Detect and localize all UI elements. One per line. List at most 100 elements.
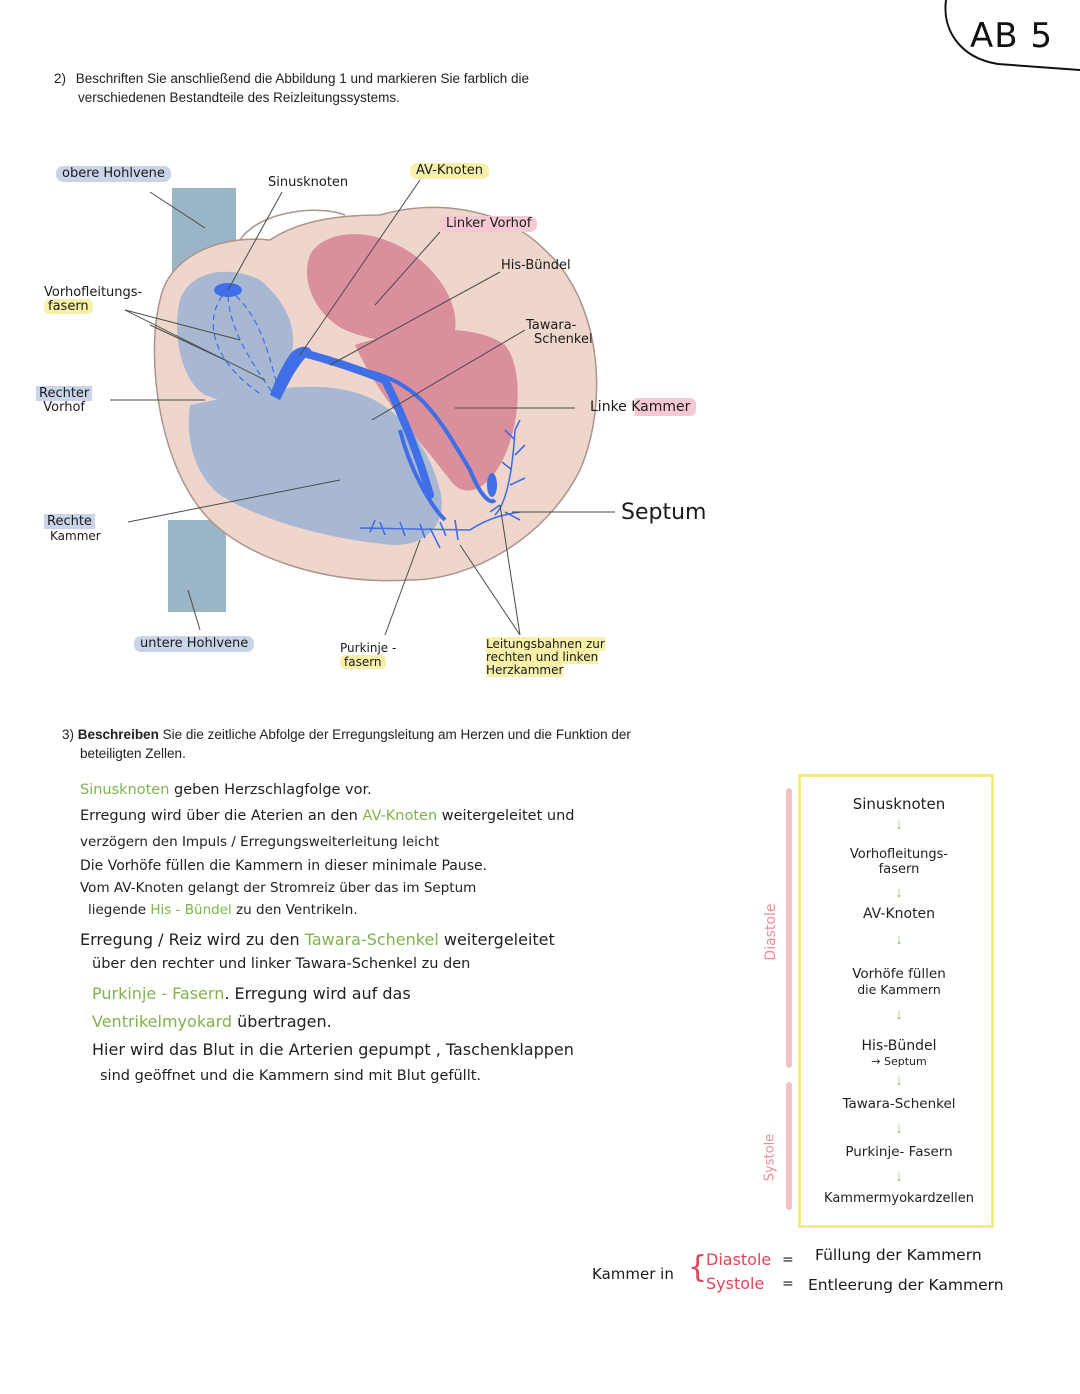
answer-line-11: Hier wird das Blut in die Arterien gepum… xyxy=(92,1040,574,1059)
task-3: 3) Beschreiben Sie die zeitliche Abfolge… xyxy=(62,725,662,763)
flow-box: Sinusknoten ↓ Vorhofleitungs- fasern ↓ A… xyxy=(798,774,994,1228)
flow-his-line1: His-Bündel xyxy=(861,1038,937,1054)
flow-vorhofleitungsfasern-line2: fasern xyxy=(878,862,920,877)
answer-line-7-a: Erregung / Reiz wird zu den xyxy=(80,930,305,949)
lv-branch-end xyxy=(487,473,497,497)
label-septum: Septum xyxy=(621,500,707,525)
label-rechte-kammer-line2: Kammer xyxy=(50,529,101,543)
label-leitungsbahnen-line1: Leitungsbahnen zur xyxy=(486,637,605,651)
label-linker-vorhof: Linker Vorhof xyxy=(440,216,538,232)
label-rechter-vorhof-line2: Vorhof xyxy=(43,400,85,415)
label-his-buendel: His-Bündel xyxy=(501,258,571,273)
flow-arrow-2: ↓ xyxy=(895,884,903,901)
flow-arrow-4: ↓ xyxy=(895,1006,903,1023)
answer-term-tawara: Tawara-Schenkel xyxy=(304,930,439,949)
flow-his-line2: → Septum xyxy=(871,1055,927,1068)
answer-line-1-text: geben Herzschlagfolge vor. xyxy=(169,782,372,798)
label-rechte-kammer: Rechte Kammer xyxy=(38,514,107,545)
answer-term-ventrikelmyokard: Ventrikelmyokard xyxy=(92,1012,233,1031)
diastole-bar xyxy=(786,788,792,1068)
answer-line-5: Vom AV-Knoten gelangt der Stromreiz über… xyxy=(80,880,477,896)
flow-arrow-1: ↓ xyxy=(895,816,903,833)
left-atrium xyxy=(306,234,456,344)
flow-vorhoefe-line1: Vorhöfe füllen xyxy=(852,966,946,982)
flow-arrow-6: ↓ xyxy=(895,1120,903,1137)
flow-purkinje-fasern: Purkinje- Fasern xyxy=(845,1144,953,1160)
answer-line-6: liegende His - Bündel zu den Ventrikeln. xyxy=(88,902,358,918)
answer-term-av-knoten: AV-Knoten xyxy=(362,808,438,824)
label-rechte-kammer-line1: Rechte xyxy=(44,514,95,529)
answer-line-9-text: . Erregung wird auf das xyxy=(224,984,411,1003)
flow-his-buendel: His-Bündel → Septum xyxy=(801,1039,997,1069)
answer-line-6-a: liegende xyxy=(88,902,151,918)
flow-av-knoten: AV-Knoten xyxy=(862,906,936,922)
answer-term-sinusknoten: Sinusknoten xyxy=(80,782,170,798)
right-bundle-branch xyxy=(398,429,447,522)
answer-line-10-text: übertragen. xyxy=(232,1012,332,1031)
corner-tag: AB 5 xyxy=(938,0,1080,74)
label-untere-hohlvene: untere Hohlvene xyxy=(134,636,255,652)
legend-diastole-def: Füllung der Kammern xyxy=(815,1246,982,1264)
flow-vorhoefe-fuellen: Vorhöfe füllen die Kammern xyxy=(801,967,997,998)
task-3-number: 3) xyxy=(62,727,75,742)
flow-kammermyokardzellen: Kammermyokardzellen xyxy=(824,1191,974,1206)
answer-line-7: Erregung / Reiz wird zu den Tawara-Schen… xyxy=(80,930,555,949)
answer-line-12: sind geöffnet und die Kammern sind mit B… xyxy=(100,1068,482,1084)
systole-bar xyxy=(786,1082,792,1210)
label-purkinje-fasern: Purkinje - fasern xyxy=(334,640,402,670)
legend-systole: Systole xyxy=(706,1274,765,1293)
task-2-number: 2) xyxy=(54,71,67,86)
task-2-line2: verschiedenen Bestandteile des Reizleitu… xyxy=(78,90,400,105)
task-3-rest: Sie die zeitliche Abfolge der Erregungsl… xyxy=(158,727,631,742)
answer-term-his: His - Bündel xyxy=(150,902,232,918)
label-rechter-vorhof-line1: Rechter xyxy=(36,386,93,401)
flow-vorhoefe-line2: die Kammern xyxy=(857,982,941,997)
systole-label: Systole xyxy=(762,1133,778,1182)
label-linke-kammer-text: Linke Kammer xyxy=(584,398,697,416)
right-ventricle xyxy=(188,386,442,545)
label-vorhofleitungsfasern-line2: fasern xyxy=(44,299,93,314)
corner-tag-text: AB 5 xyxy=(970,16,1054,56)
label-purkinje-line1: Purkinje - xyxy=(340,641,397,655)
flow-sinusknoten: Sinusknoten xyxy=(852,795,946,813)
leader-lines xyxy=(110,179,615,636)
flow-arrow-7: ↓ xyxy=(895,1168,903,1185)
left-bundle-branch xyxy=(359,368,497,504)
task-3-verb: Beschreiben xyxy=(77,727,159,742)
legend-eq-2: = xyxy=(782,1276,794,1292)
right-atrium xyxy=(177,271,294,402)
diastole-label: Diastole xyxy=(763,903,779,961)
answer-line-6-b: zu den Ventrikeln. xyxy=(231,902,358,918)
answer-line-3: verzögern den Impuls / Erregungsweiterle… xyxy=(80,834,440,850)
legend-systole-def: Entleerung der Kammern xyxy=(808,1276,1004,1294)
answer-line-2-b: weitergeleitet und xyxy=(437,808,575,824)
av-node-shape xyxy=(270,346,312,400)
answer-line-4: Die Vorhöfe füllen die Kammern in dieser… xyxy=(80,858,488,874)
answer-line-10: Ventrikelmyokard übertragen. xyxy=(92,1012,332,1031)
label-tawara-schenkel: Tawara- Schenkel xyxy=(520,318,599,348)
task-2-line1: Beschriften Sie anschließend die Abbildu… xyxy=(75,71,530,86)
flow-vorhofleitungsfasern-line1: Vorhofleitungs- xyxy=(849,847,949,862)
label-vorhofleitungsfasern: Vorhofleitungs- fasern xyxy=(38,285,148,315)
flow-arrow-3: ↓ xyxy=(895,931,903,948)
answer-line-1: Sinusknoten geben Herzschlagfolge vor. xyxy=(80,782,372,798)
task-2: 2) Beschriften Sie anschließend die Abbi… xyxy=(54,69,674,107)
legend-kammer-in: Kammer in xyxy=(592,1265,674,1283)
answer-term-purkinje: Purkinje - Fasern xyxy=(92,984,225,1003)
answer-line-9: Purkinje - Fasern. Erregung wird auf das xyxy=(92,984,411,1003)
label-sinusknoten: Sinusknoten xyxy=(268,175,349,190)
task-3-line2: beteiligten Zellen. xyxy=(80,746,186,761)
label-av-knoten: AV-Knoten xyxy=(410,163,489,179)
his-bundle-shape xyxy=(296,348,434,499)
corner-tag-border xyxy=(944,0,1080,71)
aortic-outline xyxy=(239,209,346,241)
answer-line-2: Erregung wird über die Aterien an den AV… xyxy=(80,808,574,824)
label-vorhofleitungsfasern-line1: Vorhofleitungs- xyxy=(44,285,143,300)
legend-brace: { xyxy=(688,1250,708,1285)
legend-diastole: Diastole xyxy=(706,1250,772,1269)
heart-diagram xyxy=(110,179,615,636)
label-rechter-vorhof: Rechter Vorhof xyxy=(30,386,98,416)
flow-tawara-schenkel: Tawara-Schenkel xyxy=(842,1096,956,1112)
label-tawara-line1: Tawara- xyxy=(526,318,577,333)
answer-line-8: über den rechter und linker Tawara-Schen… xyxy=(92,956,471,972)
